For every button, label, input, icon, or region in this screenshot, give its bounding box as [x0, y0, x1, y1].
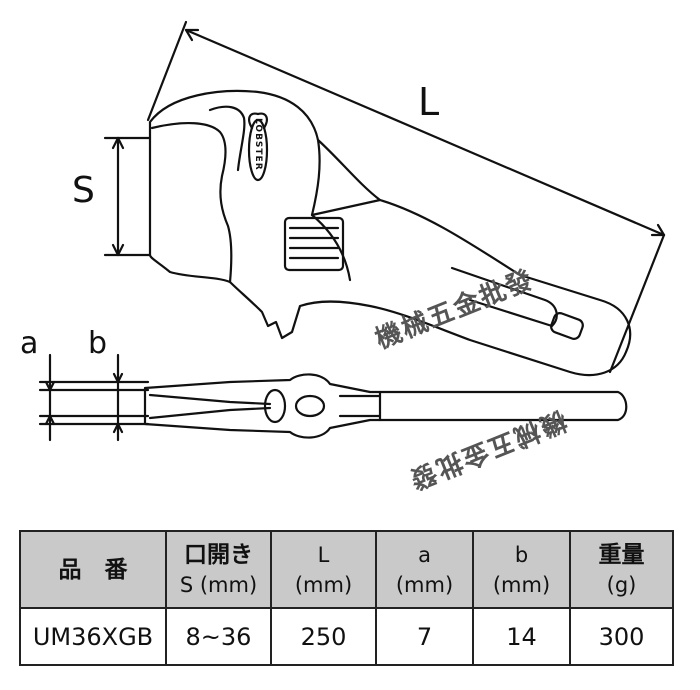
dimension-label-a: a — [20, 326, 39, 361]
header-a: a (mm) — [375, 530, 474, 609]
lobster-logo — [247, 118, 269, 182]
wrench-technical-drawing — [38, 20, 666, 442]
table-row: UM36XGB 8~36 250 7 14 300 — [19, 607, 674, 666]
worm-gear — [283, 216, 345, 272]
cell-opening: 8~36 — [165, 607, 272, 666]
header-opening: 口開き S (mm) — [165, 530, 272, 609]
brand-logo-text: LOBSTER — [253, 118, 263, 171]
table-header-row: 品 番 口開き S (mm) L (mm) a (mm) b (mm) 重量 (… — [19, 530, 674, 609]
cell-b: 14 — [472, 607, 571, 666]
cell-length: 250 — [270, 607, 377, 666]
header-weight: 重量 (g) — [569, 530, 674, 609]
cell-weight: 300 — [569, 607, 674, 666]
spec-table: 品 番 口開き S (mm) L (mm) a (mm) b (mm) 重量 (… — [19, 530, 674, 666]
dimension-line-L — [184, 28, 666, 237]
cell-a: 7 — [375, 607, 474, 666]
header-part-number: 品 番 — [19, 530, 167, 609]
header-length: L (mm) — [270, 530, 377, 609]
wrench-side-outline — [143, 373, 628, 439]
dimension-label-S: S — [72, 170, 95, 211]
header-b: b (mm) — [472, 530, 571, 609]
dimension-label-L: L — [418, 80, 440, 124]
dimension-label-b: b — [88, 326, 108, 361]
watermark-stamp: 機械五金批發 機械五金批發 — [371, 265, 570, 495]
cell-part-number: UM36XGB — [19, 607, 167, 666]
